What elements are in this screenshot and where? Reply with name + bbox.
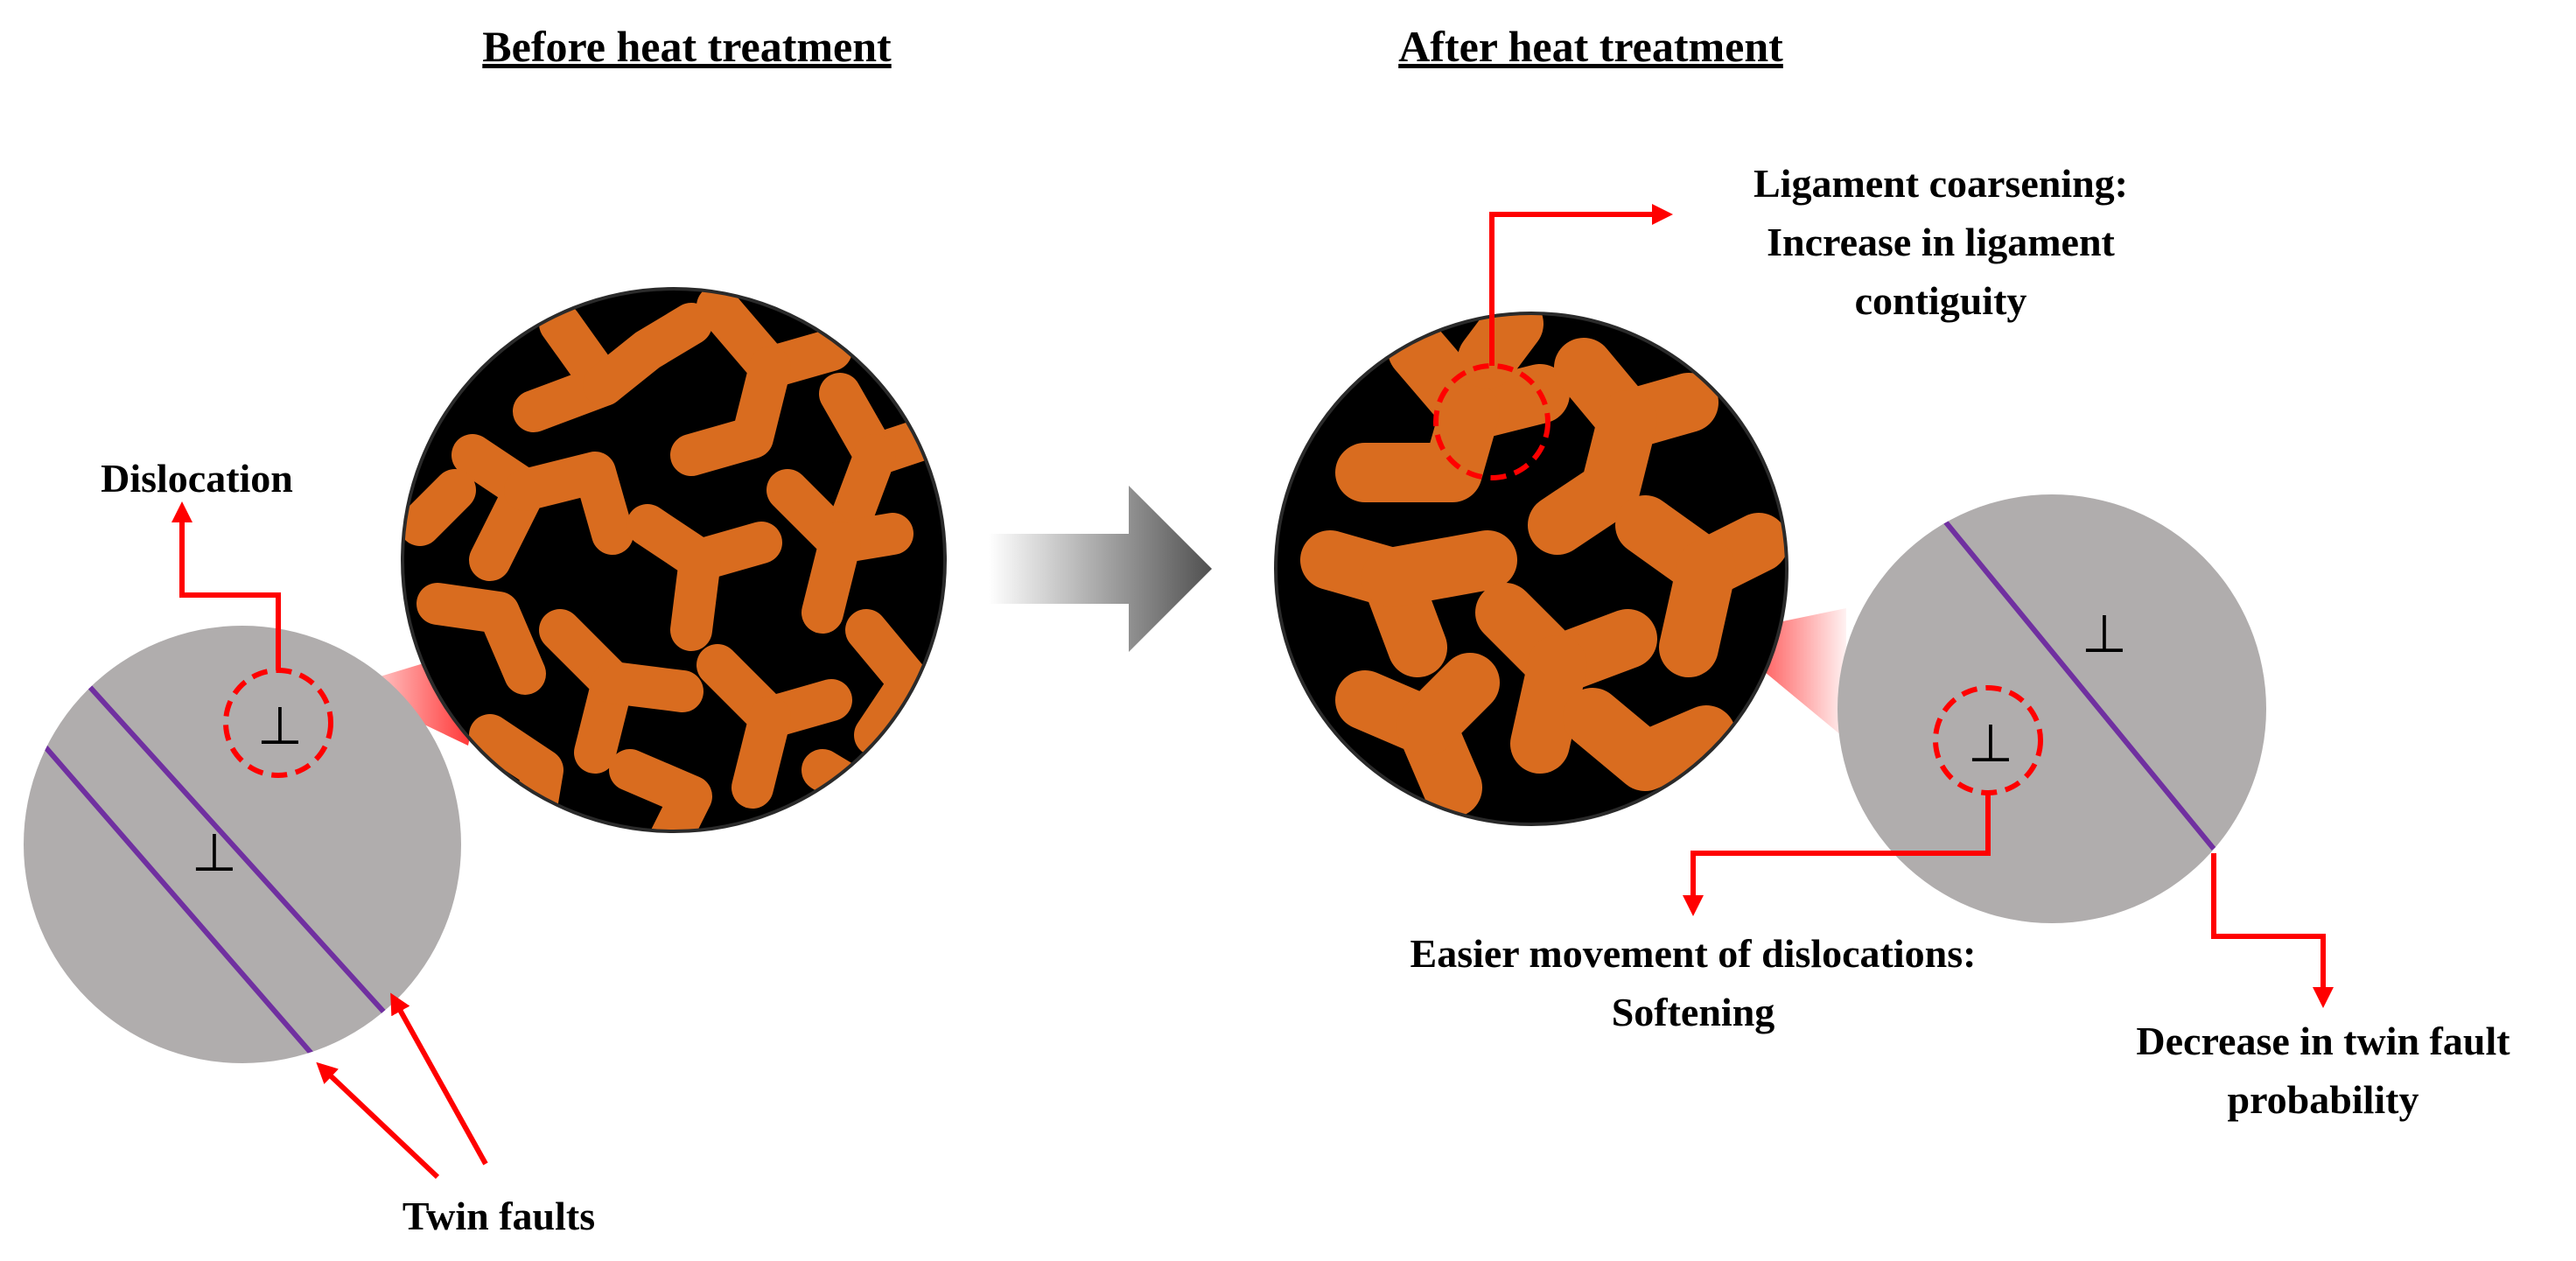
nanoporous-after bbox=[1274, 312, 1788, 826]
annotation-arrows bbox=[172, 204, 2334, 1180]
svg-text:Decrease in twin fault: Decrease in twin fault bbox=[2136, 1019, 2510, 1063]
twin-decrease-label: Decrease in twin fault probability bbox=[2136, 1019, 2510, 1122]
svg-text:Softening: Softening bbox=[1612, 990, 1775, 1034]
twin-boundary-line bbox=[67, 662, 405, 1035]
ligament-highlight-circle bbox=[1433, 363, 1550, 480]
svg-text:probability: probability bbox=[2228, 1077, 2419, 1122]
nanoporous-before bbox=[401, 287, 947, 833]
softening-label: Easier movement of dislocations: Softeni… bbox=[1410, 931, 1977, 1034]
softening-arrow bbox=[1683, 793, 1991, 916]
dislocation-label: Dislocation bbox=[101, 456, 293, 501]
twin-faults-label: Twin faults bbox=[402, 1194, 595, 1238]
svg-text:Easier movement of dislocation: Easier movement of dislocations: bbox=[1410, 931, 1977, 976]
title-after: After heat treatment bbox=[1398, 22, 1783, 71]
twin-decrease-arrow bbox=[2211, 853, 2334, 1008]
dislocation-arrow bbox=[172, 501, 281, 670]
svg-text:Increase in ligament: Increase in ligament bbox=[1767, 220, 2115, 264]
dislocation-symbol: ⊥ bbox=[257, 696, 303, 757]
twin-fault-arrow bbox=[316, 1061, 440, 1180]
svg-text:Ligament coarsening:: Ligament coarsening: bbox=[1754, 161, 2128, 206]
svg-text:contiguity: contiguity bbox=[1855, 278, 2027, 323]
twin-boundary-line bbox=[32, 733, 326, 1063]
process-arrow bbox=[989, 486, 1212, 652]
dislocation-symbol: ⊥ bbox=[1968, 713, 2013, 774]
twin-boundary-line bbox=[1931, 506, 2216, 851]
dislocation-symbol: ⊥ bbox=[2082, 604, 2127, 665]
dislocation-symbol: ⊥ bbox=[192, 823, 237, 884]
title-before: Before heat treatment bbox=[482, 22, 892, 71]
coarsening-label: Ligament coarsening: Increase in ligamen… bbox=[1754, 161, 2128, 323]
grain-after: ⊥ ⊥ bbox=[1838, 494, 2266, 923]
grain-before: ⊥ ⊥ bbox=[24, 626, 461, 1063]
coarsening-arrow bbox=[1489, 204, 1673, 366]
twin-fault-arrow bbox=[390, 992, 488, 1166]
